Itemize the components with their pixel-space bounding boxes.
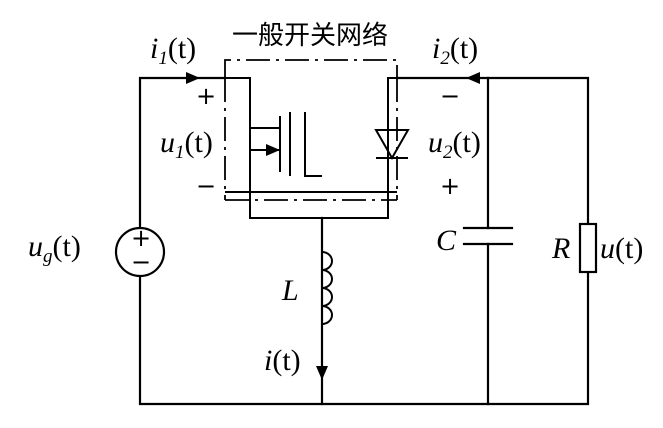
u2-plus-sign: + (440, 172, 460, 200)
switch-network-title: 一般开关网络 (232, 21, 388, 51)
diode-symbol (374, 129, 410, 161)
i1-arrow-icon (186, 72, 200, 84)
inductor-label: L (281, 274, 299, 307)
i2-arrow-icon (466, 72, 480, 84)
i1-label: i1(t) (150, 32, 196, 69)
u1-label: u1(t) (160, 126, 213, 163)
inner-network-box (225, 77, 397, 219)
resistor-symbol (578, 222, 598, 274)
source-minus-sign: − (131, 248, 151, 276)
u1-minus-sign: − (196, 172, 216, 200)
u2-minus-sign: − (440, 82, 460, 110)
i-arrow-icon (316, 366, 328, 380)
inductor-symbol (321, 251, 333, 325)
resistor-label: R (551, 232, 570, 265)
switch-network-boundary (224, 59, 398, 201)
i2-label: i2(t) (432, 32, 478, 69)
ug-label: ug(t) (28, 230, 81, 267)
capacitor-symbol (462, 226, 514, 246)
source-plus-sign: + (131, 224, 151, 252)
current-arrows (186, 72, 480, 380)
output-voltage-label: u(t) (600, 232, 643, 265)
capacitor-label: C (436, 224, 457, 257)
u2-label: u2(t) (428, 126, 481, 163)
mosfet-arrow-icon (266, 144, 280, 156)
voltage-source: + − (114, 224, 166, 278)
u1-plus-sign: + (196, 82, 216, 110)
inductor-current-label: i(t) (264, 344, 301, 377)
mosfet-symbol (250, 112, 322, 177)
